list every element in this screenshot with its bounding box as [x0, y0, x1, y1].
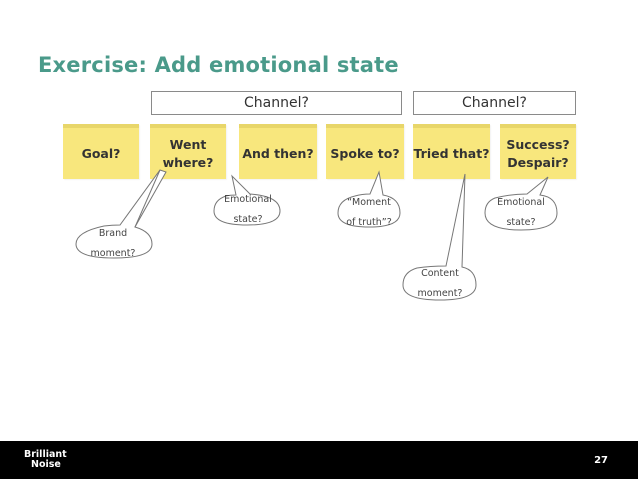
note-label: Success? — [506, 136, 570, 152]
sticky-note-went-where: Went where? — [150, 124, 226, 179]
speech-bubble-brand-tail — [134, 169, 161, 228]
sticky-note-success-despair: Success? Despair? — [500, 124, 576, 179]
bubble-text-moment-of-truth: “Moment of truth”? — [346, 197, 392, 228]
note-label: Went — [169, 136, 207, 152]
sticky-note-and-then: And then? — [239, 124, 317, 179]
bubble-text-content: Content moment? — [417, 268, 463, 299]
bubble-text-emotional-1: Emotional state? — [224, 194, 272, 225]
channel-box-1: Channel? — [151, 91, 402, 115]
sticky-note-spoke-to: Spoke to? — [326, 124, 404, 179]
brilliant-noise-logo: Brilliant Noise — [24, 449, 67, 470]
channel-box-2: Channel? — [413, 91, 576, 115]
speech-bubble-moment-of-truth — [337, 170, 401, 228]
bubble-text-brand: Brand moment? — [90, 228, 136, 259]
note-label: Goal? — [81, 145, 121, 161]
slide-title: Exercise: Add emotional state — [38, 53, 399, 77]
note-label: Spoke to? — [330, 145, 400, 161]
page-number: 27 — [594, 455, 608, 466]
note-label: Despair? — [507, 154, 569, 170]
speech-bubble-emotional-2 — [484, 176, 558, 231]
note-label: where? — [162, 154, 214, 170]
note-label: And then? — [242, 145, 314, 161]
speech-bubble-emotional-1 — [213, 174, 281, 226]
bubble-text-emotional-2: Emotional state? — [497, 197, 545, 228]
sticky-note-tried-that: Tried that? — [413, 124, 490, 179]
channel-label: Channel? — [244, 95, 309, 111]
note-label: Tried that? — [413, 145, 490, 161]
speech-bubble-brand — [75, 169, 167, 259]
footer-bar — [0, 441, 638, 479]
channel-label: Channel? — [462, 95, 527, 111]
sticky-note-goal: Goal? — [63, 124, 139, 179]
speech-bubble-content — [402, 173, 477, 301]
